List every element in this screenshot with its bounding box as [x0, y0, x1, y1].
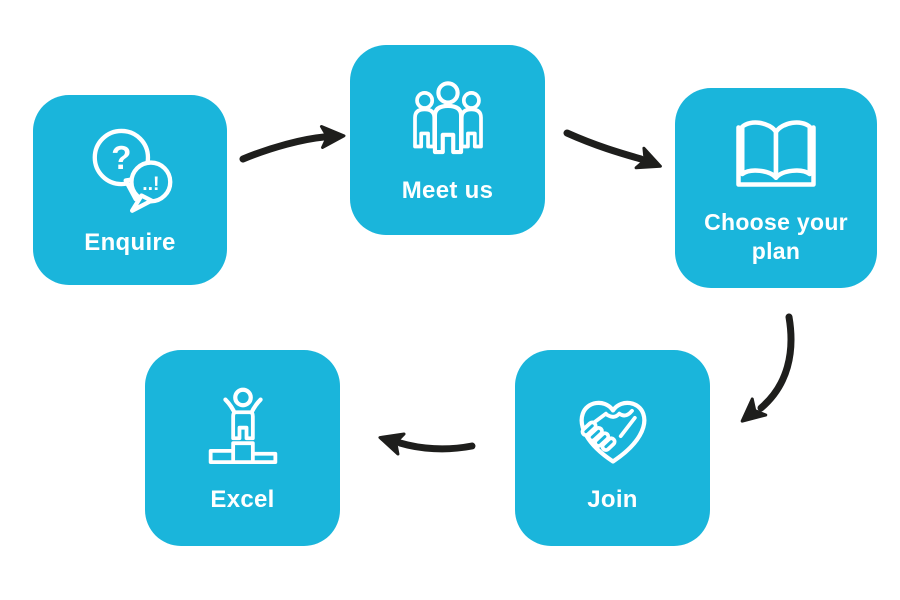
- step-label-enquire: Enquire: [84, 228, 176, 256]
- svg-text:?: ?: [111, 140, 131, 177]
- step-label-meet-us: Meet us: [401, 176, 494, 204]
- chat-question-icon: ? ..!: [92, 128, 173, 213]
- handshake-heart-icon: [579, 400, 646, 464]
- svg-text:..!: ..!: [142, 173, 159, 195]
- step-card-choose-your-plan: Choose your plan: [675, 88, 877, 288]
- team-icon: [412, 81, 483, 154]
- winner-podium-icon: [208, 387, 277, 464]
- step-label-choose-your-plan: Choose your plan: [704, 209, 848, 264]
- step-label-join: Join: [587, 485, 638, 513]
- step-card-enquire: ? ..! Enquire: [33, 95, 227, 285]
- arrow-plan-to-join: [740, 313, 795, 423]
- open-book-icon: [736, 120, 816, 188]
- arrow-join-to-excel: [378, 432, 476, 456]
- step-card-join: Join: [515, 350, 710, 546]
- step-label-excel: Excel: [210, 485, 275, 513]
- step-card-excel: Excel: [145, 350, 340, 546]
- step-card-meet-us: Meet us: [350, 45, 545, 235]
- arrow-enquire-to-meet: [239, 125, 346, 163]
- arrow-meet-to-plan: [563, 129, 662, 170]
